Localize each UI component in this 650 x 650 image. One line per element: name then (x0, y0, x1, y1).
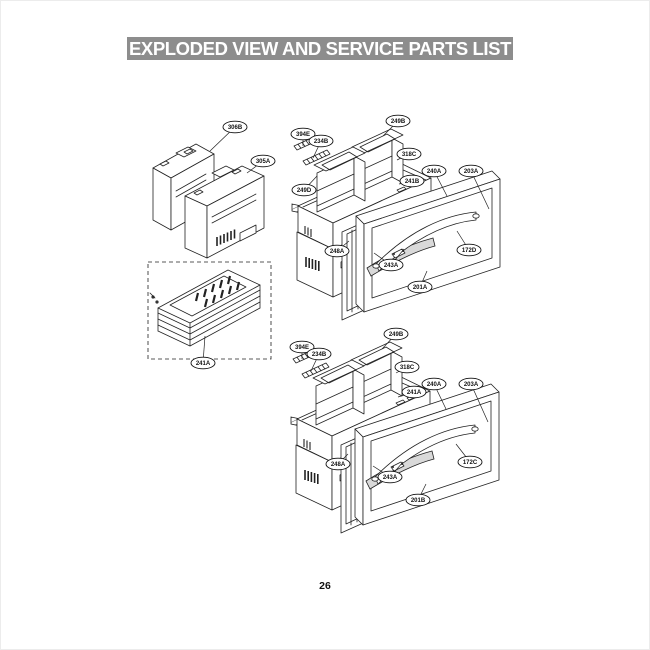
case-back (152, 143, 215, 231)
callout-bubble (291, 183, 317, 197)
callout-label: 249D (297, 188, 312, 194)
callout-bubble (289, 340, 315, 354)
section-title-bar: EXPLODED VIEW AND SERVICE PARTS LIST (127, 37, 513, 60)
ice-maker-case-assembly (152, 143, 265, 259)
callout-234B: 234B (308, 134, 334, 159)
callout-label: 172C (463, 460, 478, 466)
callout-bubble (401, 385, 427, 399)
callout-bubble (385, 114, 411, 128)
callout-bubble (458, 377, 484, 391)
clip-screw (151, 295, 155, 299)
callout-203A: 203A (458, 377, 489, 423)
callout-label: 241A (196, 361, 211, 367)
callout-label: 240A (427, 382, 442, 388)
callout-label: 203A (464, 382, 479, 388)
case-front (184, 165, 265, 259)
callout-bubble (396, 147, 422, 161)
callout-172D: 172D (456, 230, 482, 257)
callout-241A: 241A (190, 335, 216, 370)
callout-bubble (457, 455, 483, 469)
callout-172C: 172C (455, 443, 483, 469)
callout-bubble (399, 174, 425, 188)
callout-bubble (250, 154, 276, 168)
callout-leader-line (470, 383, 489, 423)
callout-label: 243A (384, 263, 399, 269)
callout-203A: 203A (458, 164, 490, 210)
callout-201B: 201B (405, 483, 431, 507)
callout-241A: 241A (397, 385, 427, 399)
callout-bubble (458, 164, 484, 178)
callout-label: 243A (383, 475, 398, 481)
callout-bubble (407, 280, 433, 294)
callout-label: 394E (296, 132, 310, 138)
callout-label: 201A (413, 285, 428, 291)
callout-label: 240A (427, 169, 442, 175)
callout-249B: 249B (381, 327, 409, 350)
callout-label: 248A (330, 249, 345, 255)
callout-241B: 241B (398, 174, 425, 188)
callout-318C: 318C (396, 147, 422, 161)
callout-label: 234B (314, 139, 329, 145)
callout-243A: 243A (373, 248, 405, 272)
callout-bubble (290, 127, 316, 141)
callout-label: 248A (331, 462, 346, 468)
callout-bubble (190, 356, 216, 370)
callout-201A: 201A (407, 270, 433, 294)
callout-label: 201B (411, 498, 426, 504)
callout-318C: 318C (394, 360, 420, 374)
callout-bubble (308, 134, 334, 148)
callout-bubble (394, 360, 420, 374)
callout-label: 203A (464, 169, 479, 175)
callout-label: 394E (295, 345, 309, 351)
clip-screw (155, 300, 159, 304)
callout-bubble (325, 457, 351, 471)
callout-bubble (421, 164, 447, 178)
callout-305A: 305A (246, 154, 276, 174)
callout-bubble (306, 347, 332, 361)
callout-bubble (377, 470, 403, 484)
callout-label: 306B (228, 125, 243, 131)
callout-bubble (324, 244, 350, 258)
callout-240A: 240A (421, 377, 447, 410)
callout-bubble (456, 243, 482, 257)
callout-label: 172D (462, 248, 477, 254)
cover-tray-stack (149, 269, 261, 347)
section-title: EXPLODED VIEW AND SERVICE PARTS LIST (128, 37, 512, 59)
callout-234B: 234B (306, 347, 332, 372)
callout-label: 318C (402, 152, 417, 158)
callout-label: 241B (405, 179, 420, 185)
callout-bubble (222, 120, 248, 134)
callout-243A: 243A (372, 461, 404, 484)
callout-bubble (421, 377, 447, 391)
callout-label: 318C (400, 365, 415, 371)
callout-label: 249B (389, 332, 404, 338)
lower-drawer-assembly (290, 341, 500, 534)
callout-bubble (405, 493, 431, 507)
upper-drawer-assembly (291, 128, 501, 321)
callout-248A: 248A (324, 240, 350, 258)
callout-394E: 394E (289, 340, 315, 359)
callout-306B: 306B (209, 120, 248, 152)
callout-label: 305A (256, 159, 271, 165)
callout-240A: 240A (421, 164, 448, 197)
callout-248A: 248A (325, 453, 351, 471)
callout-leader-line (470, 170, 490, 210)
callout-bubble (383, 327, 409, 341)
page-number: 26 (319, 580, 331, 592)
callout-label: 249B (391, 119, 406, 125)
callout-label: 234B (312, 352, 327, 358)
callout-249D: 249D (291, 175, 318, 197)
callout-249B: 249B (382, 114, 411, 137)
boxed-cover-tray-assembly (147, 261, 272, 360)
callout-394E: 394E (290, 127, 316, 146)
callout-bubble (378, 258, 404, 272)
callout-label: 241A (407, 390, 422, 396)
